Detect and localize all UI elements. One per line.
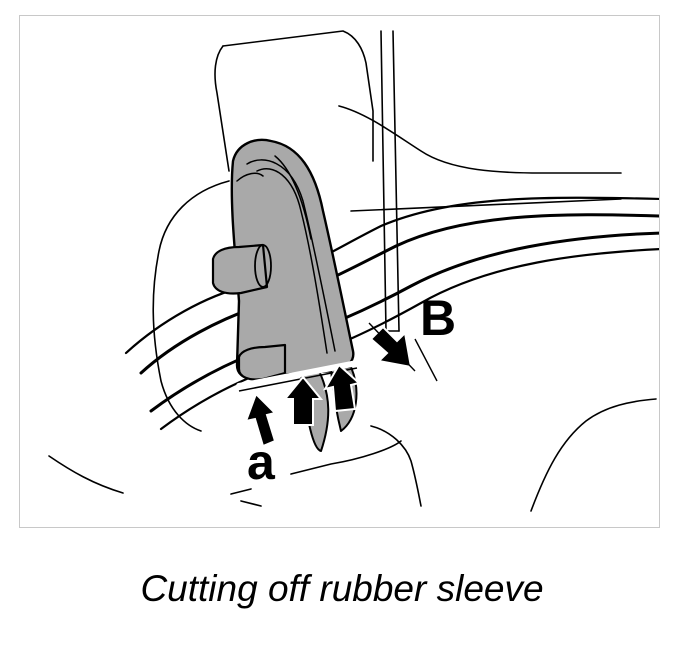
technical-drawing [48,30,659,512]
callout-b: B [420,290,457,346]
callout-a: a [247,434,275,490]
arrow-a-2 [282,375,324,426]
body-outlines [48,30,657,512]
arrow-a-1 [244,392,277,448]
cable-bundle [124,196,659,431]
arrows-a [244,363,362,448]
figure-frame [19,15,660,528]
figure-caption: Cutting off rubber sleeve [140,568,544,609]
rubber-sleeve-part [211,138,358,452]
arrow-b-tick [368,322,416,372]
arrow-b-tick-2 [414,338,438,382]
arrow-a-3 [322,363,362,413]
